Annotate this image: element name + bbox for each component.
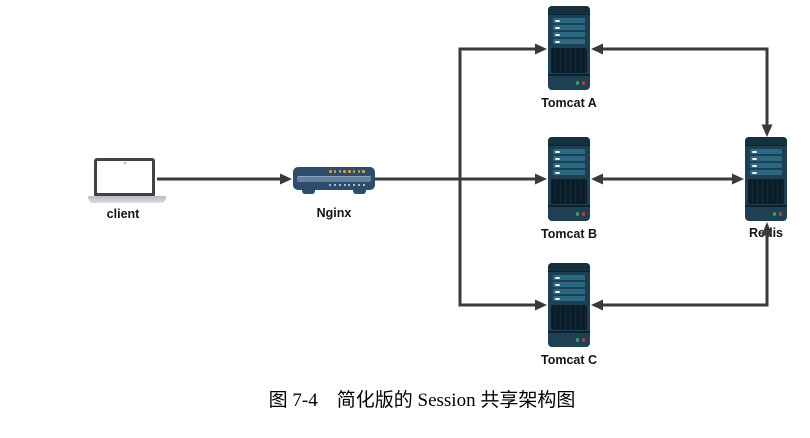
tomcat-c-label: Tomcat C — [540, 353, 598, 367]
server-drive-slots — [553, 18, 585, 46]
redis-server-icon — [745, 137, 787, 221]
led-red-icon — [581, 338, 585, 342]
client-label: client — [106, 207, 140, 221]
server-base — [548, 331, 590, 349]
server-base — [548, 205, 590, 223]
server-drive-slots — [750, 149, 782, 177]
led-green-icon — [772, 212, 776, 216]
router-foot — [353, 189, 366, 194]
laptop-icon — [88, 158, 166, 206]
edge-nginx-tomcat-b — [375, 173, 547, 185]
tomcat-a-server-icon — [548, 6, 590, 90]
router-foot — [302, 189, 315, 194]
server-drive-slots — [553, 275, 585, 303]
server-top-cap — [548, 137, 590, 146]
led-green-icon — [575, 212, 579, 216]
led-green-icon — [575, 338, 579, 342]
server-base — [745, 205, 787, 223]
tomcat-a-label: Tomcat A — [541, 96, 597, 110]
laptop-base — [88, 196, 166, 203]
edge-tomcat-a-redis — [591, 43, 773, 137]
laptop-screen — [94, 158, 155, 196]
tomcat-b-label: Tomcat B — [540, 227, 598, 241]
server-top-cap — [548, 6, 590, 15]
server-vent-grille — [551, 48, 587, 73]
led-green-icon — [575, 81, 579, 85]
tomcat-b-server-icon — [548, 137, 590, 221]
laptop-camera-dot — [123, 161, 126, 164]
edge-client-nginx — [157, 173, 292, 185]
figure-caption: 图 7-4 简化版的 Session 共享架构图 — [268, 390, 576, 411]
server-base — [548, 74, 590, 92]
router-port-lights-bottom — [329, 184, 365, 187]
edge-tomcat-b-redis — [591, 173, 744, 185]
router-icon — [293, 167, 375, 194]
nginx-label: Nginx — [316, 206, 352, 220]
led-red-icon — [581, 81, 585, 85]
server-drive-slots — [553, 149, 585, 177]
router-front-slot — [297, 176, 371, 182]
server-top-cap — [548, 263, 590, 272]
led-red-icon — [778, 212, 782, 216]
router-port-lights-top — [329, 170, 365, 173]
server-top-cap — [745, 137, 787, 146]
server-vent-grille — [551, 179, 587, 204]
edge-nginx-tomcat-a-c-branch — [458, 43, 547, 311]
server-vent-grille — [748, 179, 784, 204]
led-red-icon — [581, 212, 585, 216]
server-vent-grille — [551, 305, 587, 330]
tomcat-c-server-icon — [548, 263, 590, 347]
redis-label: Redis — [748, 226, 784, 240]
